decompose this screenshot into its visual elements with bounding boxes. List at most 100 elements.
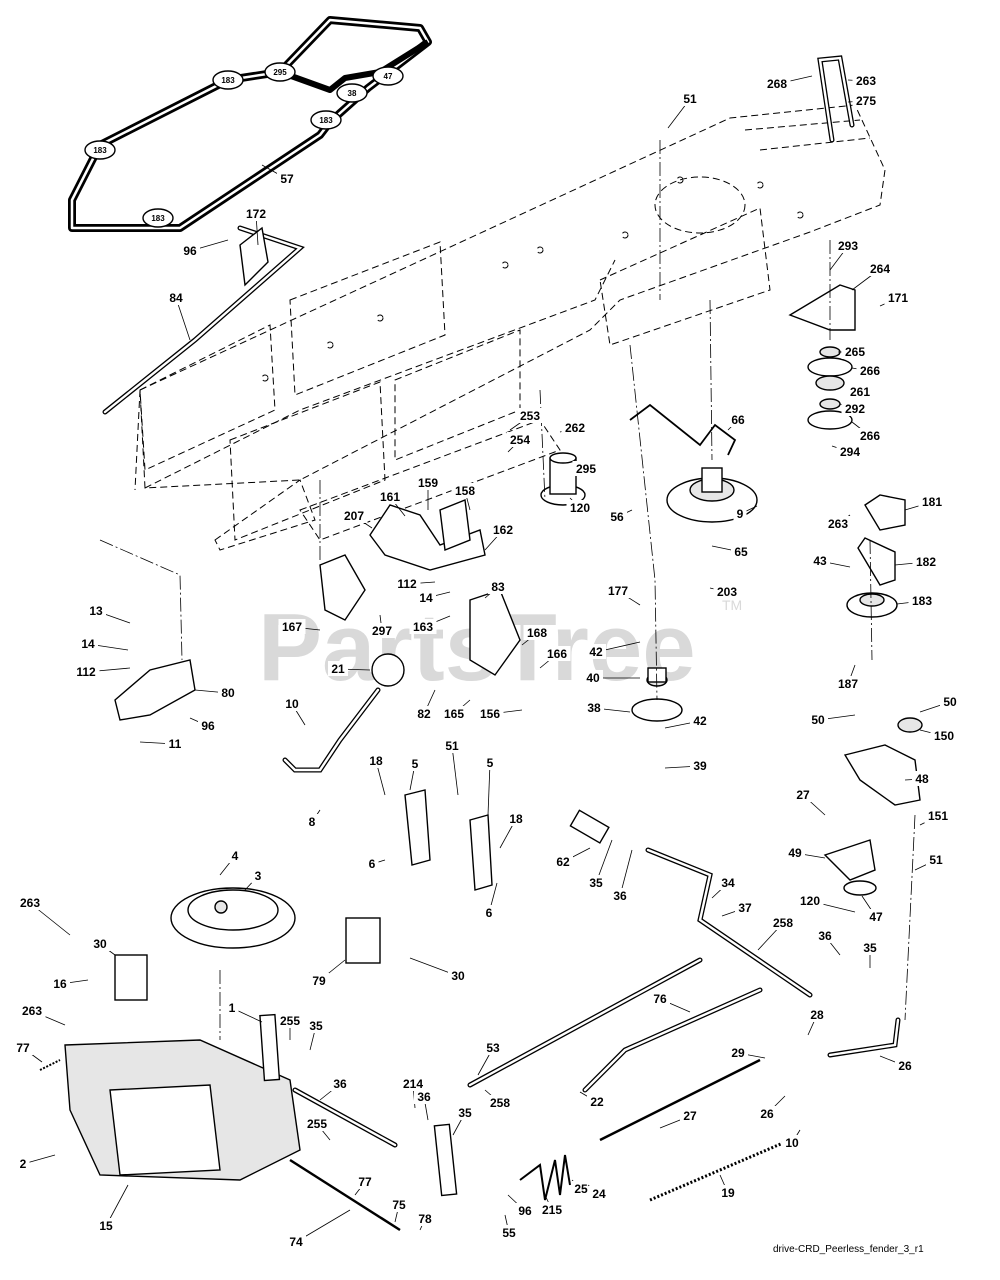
label-bg — [72, 664, 100, 679]
label-bg — [852, 73, 880, 88]
label-bg — [16, 1156, 30, 1171]
part-label-258: 258 — [773, 916, 793, 930]
part-label-112: 112 — [397, 577, 417, 591]
part-label-161: 161 — [380, 490, 400, 504]
part-label-10: 10 — [285, 697, 299, 711]
label-bg — [815, 928, 835, 943]
parts-shapes — [39, 55, 923, 1232]
part-label-11: 11 — [169, 737, 182, 751]
part-label-163: 163 — [413, 620, 433, 634]
label-bg — [731, 544, 751, 559]
part-label-19: 19 — [721, 1186, 735, 1200]
label-bg — [50, 976, 70, 991]
label-bg — [589, 1186, 609, 1201]
part-label-3: 3 — [255, 869, 262, 883]
part-label-56: 56 — [610, 510, 624, 524]
belt-pulley-label: 183 — [151, 214, 165, 223]
part-label-150: 150 — [934, 729, 954, 743]
label-bg — [807, 1007, 827, 1022]
part-label-203: 203 — [717, 585, 737, 599]
part-label-43: 43 — [813, 554, 827, 568]
label-bg — [389, 1197, 409, 1212]
part-label-4: 4 — [232, 849, 239, 863]
label-bg — [824, 516, 852, 531]
label-bg — [165, 736, 185, 751]
part-label-120: 120 — [570, 501, 590, 515]
part-label-18: 18 — [509, 812, 523, 826]
part-label-51: 51 — [929, 853, 943, 867]
belt-pulley-38 — [336, 83, 368, 103]
part-label-55: 55 — [502, 1226, 516, 1240]
chassis-frame — [134, 104, 886, 551]
label-bg — [763, 76, 791, 91]
label-bg — [587, 1094, 607, 1109]
label-bg — [225, 1000, 239, 1015]
label-bg — [841, 401, 869, 416]
belt-pulley-label: 47 — [384, 72, 393, 81]
part-label-83: 83 — [491, 580, 505, 594]
label-bg — [414, 1089, 434, 1104]
part-label-253: 253 — [520, 409, 540, 423]
label-bg — [483, 755, 497, 770]
part-label-35: 35 — [589, 876, 603, 890]
label-bg — [368, 623, 396, 638]
part-label-65: 65 — [734, 545, 748, 559]
label-bg — [690, 713, 710, 728]
belt-pulley-label: 183 — [93, 146, 107, 155]
part-label-207: 207 — [344, 509, 364, 523]
label-bg — [414, 475, 442, 490]
label-bg — [277, 171, 297, 186]
part-label-181: 181 — [922, 495, 942, 509]
label-bg — [414, 706, 434, 721]
part-label-30: 30 — [93, 937, 107, 951]
part-label-48: 48 — [915, 772, 929, 786]
label-bg — [303, 1116, 331, 1131]
label-bg — [561, 420, 589, 435]
part-label-77: 77 — [358, 1175, 372, 1189]
part-label-262: 262 — [565, 421, 585, 435]
part-label-187: 187 — [838, 677, 858, 691]
label-bg — [926, 852, 946, 867]
label-bg — [408, 756, 422, 771]
part-label-167: 167 — [282, 620, 302, 634]
part-label-24: 24 — [592, 1187, 606, 1201]
label-bg — [757, 1106, 777, 1121]
label-bg — [242, 206, 270, 221]
drive-belt-57 — [68, 16, 432, 232]
part-label-10: 10 — [785, 1136, 799, 1150]
part-label-47: 47 — [869, 910, 883, 924]
label-bg — [604, 583, 632, 598]
part-label-151: 151 — [928, 809, 948, 823]
part-label-255: 255 — [307, 1117, 327, 1131]
part-label-22: 22 — [590, 1095, 604, 1109]
label-bg — [506, 432, 534, 447]
part-label-254: 254 — [510, 433, 530, 447]
part-label-28: 28 — [810, 1008, 824, 1022]
part-label-80: 80 — [221, 686, 235, 700]
part-label-66: 66 — [731, 413, 745, 427]
label-bg — [18, 1003, 46, 1018]
part-label-42: 42 — [693, 714, 707, 728]
part-label-295: 295 — [576, 462, 596, 476]
label-bg — [866, 909, 886, 924]
part-label-78: 78 — [418, 1212, 432, 1226]
label-bg — [506, 811, 526, 826]
label-bg — [572, 461, 600, 476]
part-label-42: 42 — [589, 645, 603, 659]
part-label-96: 96 — [183, 244, 197, 258]
label-bg — [286, 1234, 306, 1249]
watermark-tm: TM — [722, 597, 742, 613]
part-label-263: 263 — [856, 74, 876, 88]
part-label-182: 182 — [916, 555, 936, 569]
label-bg — [366, 753, 386, 768]
part-label-82: 82 — [417, 707, 431, 721]
part-label-14: 14 — [81, 637, 95, 651]
part-label-156: 156 — [480, 707, 500, 721]
part-label-172: 172 — [246, 207, 266, 221]
label-bg — [278, 619, 306, 634]
part-label-275: 275 — [856, 94, 876, 108]
part-label-266: 266 — [860, 429, 880, 443]
label-bg — [523, 625, 551, 640]
